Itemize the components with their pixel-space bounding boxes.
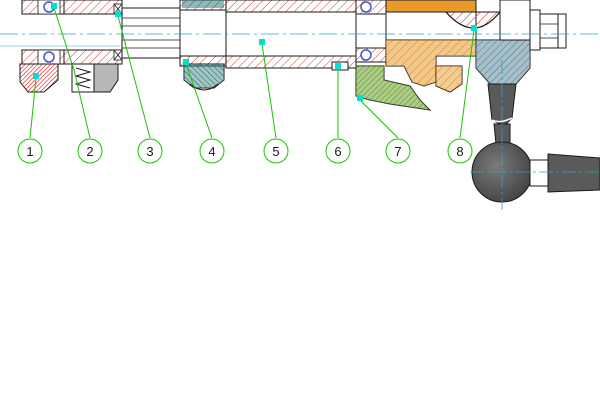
leader-marker-6 [335,63,341,69]
leader-marker-7 [357,95,363,101]
orange-housing [385,0,477,93]
balloon-circle-5 [263,138,289,164]
tie-rod [470,60,600,210]
leader-line-2 [53,7,91,139]
balloon-circle-1 [17,138,43,164]
leader-line-5 [261,43,277,139]
balloon-label-5: 5 [272,144,279,159]
leader-marker-3 [115,11,121,17]
balloon-label-1: 1 [26,144,33,159]
balloon-label-3: 3 [146,144,153,159]
spring-housing [63,0,123,93]
balloon-label-6: 6 [334,144,341,159]
splined-shaft [121,7,181,59]
leader-marker-2 [51,3,57,9]
balloon-label-7: 7 [394,144,401,159]
balloon-circle-6 [325,138,351,164]
balloon-callouts: 1 2 3 4 5 6 7 8 [17,138,473,164]
balloon-circle-4 [199,138,225,164]
gear-hub [179,0,227,91]
hex-nut [529,9,567,51]
balloon-circle-3 [137,138,163,164]
balloon-label-8: 8 [456,144,463,159]
leader-line-3 [117,15,151,139]
leader-marker-8 [471,25,477,31]
shaft-assembly [0,0,600,111]
balloon-label-4: 4 [208,144,215,159]
balloon-circle-7 [385,138,411,164]
left-housing [21,0,65,65]
leader-line-1 [29,77,37,139]
balloon-label-2: 2 [86,144,93,159]
balloon-circle-2 [77,138,103,164]
leader-line-7 [359,99,399,139]
leader-marker-5 [259,39,265,45]
balloon-circle-8 [447,138,473,164]
leader-line-4 [185,63,213,139]
leader-marker-1 [33,73,39,79]
steel-flange [475,0,531,85]
leader-lines [29,3,477,139]
leader-marker-4 [183,59,189,65]
leader-line-8 [459,29,475,139]
